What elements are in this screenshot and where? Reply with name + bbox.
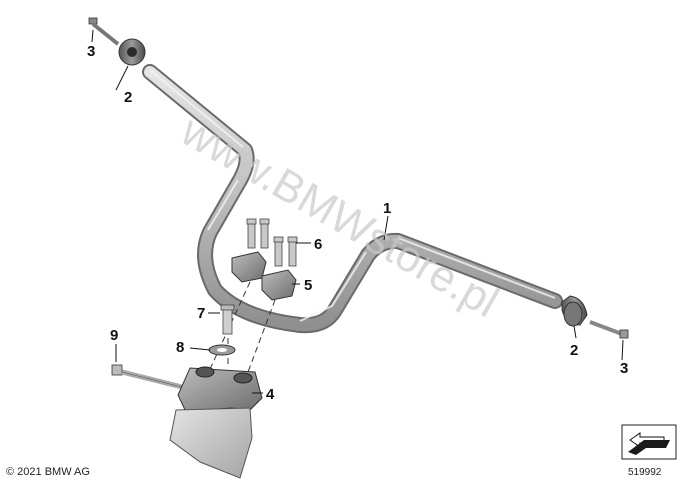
- callout-1: 1: [383, 200, 391, 217]
- callout-2-left: 2: [124, 89, 132, 106]
- callout-5: 5: [304, 277, 312, 294]
- riser-bracket: [169, 366, 263, 479]
- bar-end-screw-right: [589, 320, 629, 339]
- drawing-number: 519992: [628, 467, 662, 478]
- callout-9: 9: [110, 327, 118, 344]
- callout-3-left: 3: [87, 43, 95, 60]
- callouts: 1 2 2 3 3 4 5 6 7 8 9: [87, 43, 628, 403]
- leader-lines: [91, 29, 624, 394]
- handlebar: [142, 64, 563, 334]
- long-bolt: [111, 364, 183, 390]
- handlebar-clamps: [231, 251, 297, 301]
- riser-screw: [220, 304, 235, 335]
- washer: [208, 344, 236, 356]
- callout-3-right: 3: [620, 360, 628, 377]
- clamp-screws: [246, 218, 298, 267]
- callout-2-right: 2: [570, 342, 578, 359]
- bar-end-weight-left: [118, 38, 146, 66]
- callout-8: 8: [176, 339, 184, 356]
- orientation-arrow-icon: [621, 424, 677, 460]
- bar-end-weight-right: [561, 295, 588, 327]
- copyright: © 2021 BMW AG: [6, 466, 90, 478]
- bar-end-screw-left: [88, 17, 120, 46]
- callout-6: 6: [314, 236, 322, 253]
- callout-4: 4: [266, 386, 275, 403]
- callout-7: 7: [197, 305, 205, 322]
